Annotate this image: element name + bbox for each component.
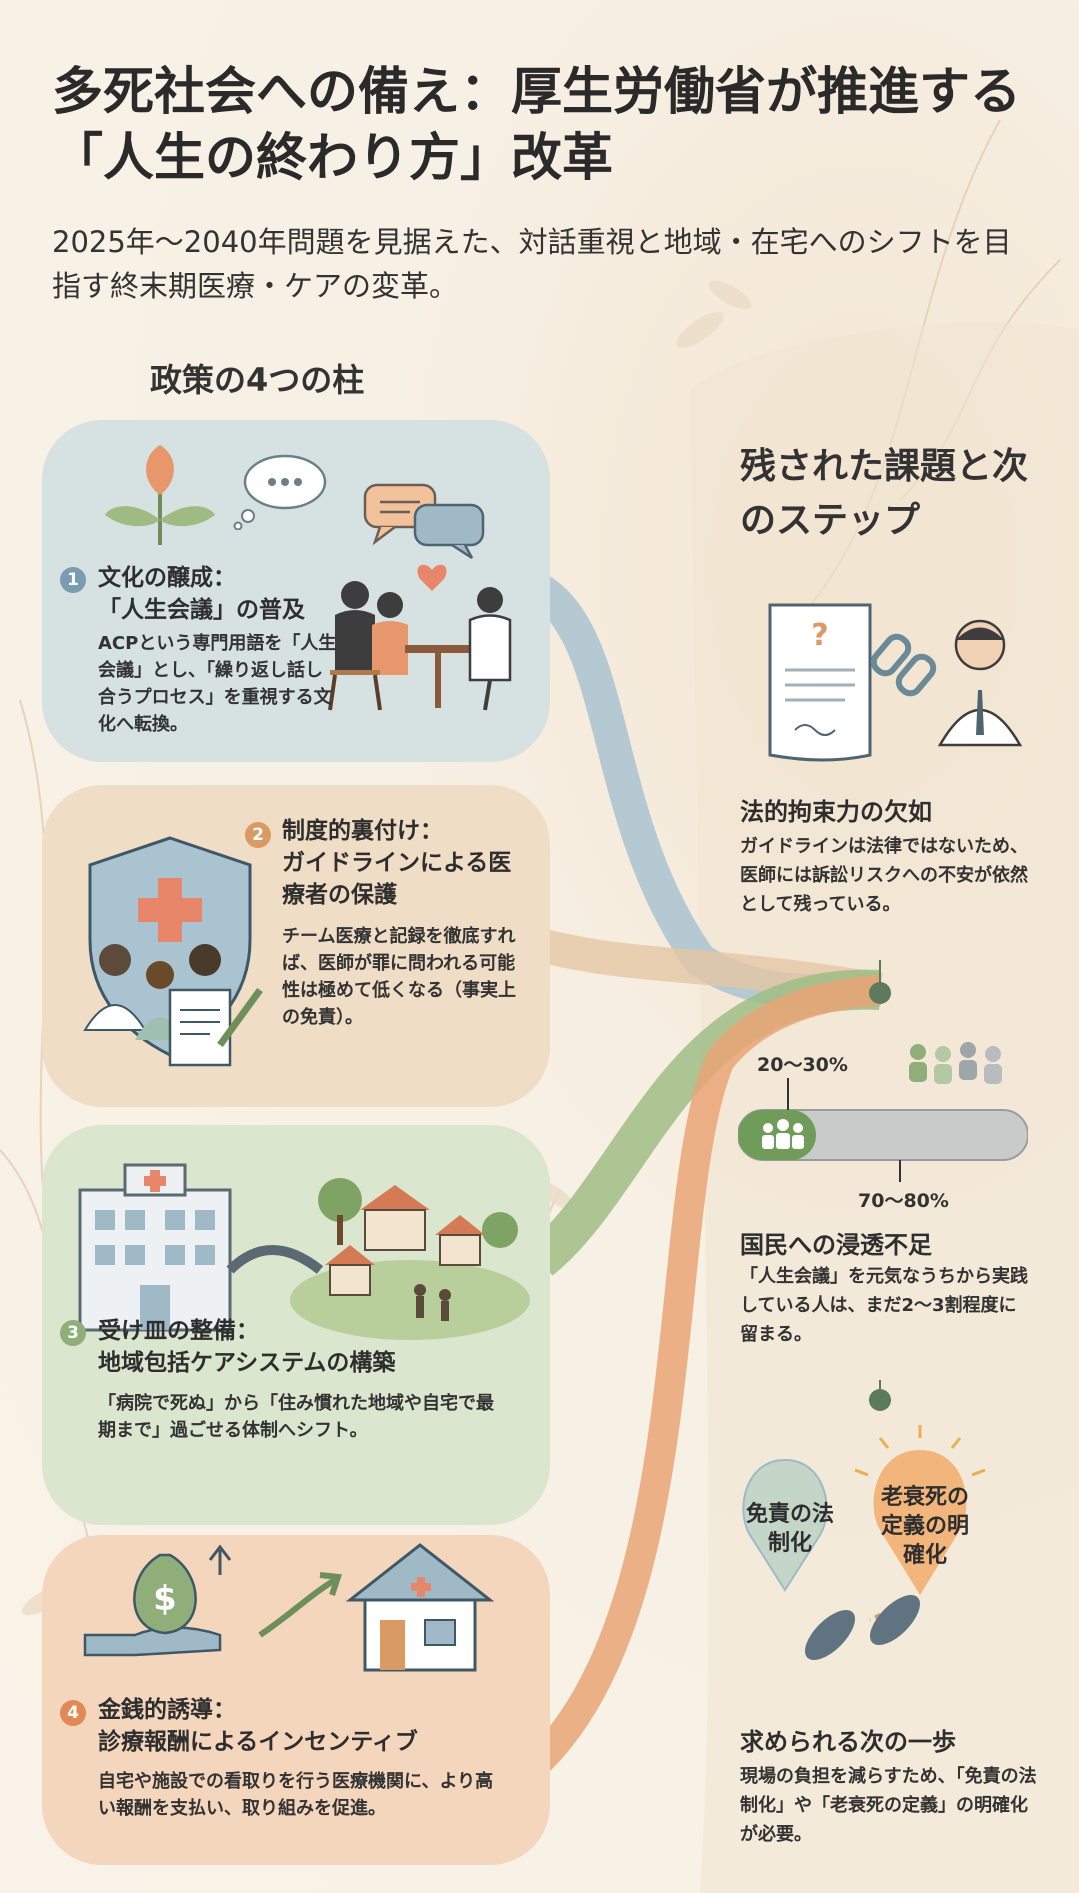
location-pins-footsteps-icon [742, 1425, 986, 1660]
pillar-1-title: 文化の醸成： 「人生会議」の普及 [98, 562, 358, 626]
next-step-body: 現場の負担を減らすため、「免責の法制化」や「老衰死の定義」の明確化が必要。 [740, 1766, 1037, 1845]
challenges-heading: 残された課題と次のステップ [740, 446, 1029, 541]
awareness-body: 「人生会議」を元気なうちから実践している人は、まだ2〜3割程度に留まる。 [740, 1266, 1028, 1345]
pillar-2-body: チーム医療と記録を徹底すれば、医師が罪に問われる可能性は極めて低くなる（事実上の… [282, 926, 516, 1028]
pillar-1-title-line1: 文化の醸成： [98, 565, 236, 591]
legal-title: 法的拘束力の欠如 [740, 798, 932, 826]
pillar-2-title-line1: 制度的裏付け： [282, 818, 443, 844]
bubble-senility-definition: 老衰死の定義の明確化 [880, 1485, 969, 1568]
thought-bubble-icon [233, 454, 327, 530]
percent-high-label: 70〜80% [858, 1190, 949, 1212]
pillar-3-title: 受け皿の整備： 地域包括ケアシステムの構築 [98, 1315, 518, 1379]
pillar-4-body: 自宅や施設での看取りを行う医療機関に、より高い報酬を支払い、取り組みを促進。 [98, 1771, 494, 1819]
people-group-icon [909, 1042, 1002, 1084]
document-broken-chain-doctor-icon: ? [768, 603, 1023, 762]
awareness-bar [738, 1042, 1028, 1182]
svg-text:?: ? [811, 618, 828, 653]
pillar-4-number: 4 [60, 1700, 86, 1726]
pillar-4-title-line1: 金銭的誘導： [98, 1697, 236, 1723]
timeline-dot-1 [869, 982, 891, 1004]
pillar-2-number: 2 [245, 822, 271, 848]
percent-low-label: 20〜30% [757, 1054, 848, 1076]
ribbon-orange [529, 975, 882, 1771]
pillar-4-title-line2: 診療報酬によるインセンティブ [98, 1729, 418, 1755]
speech-bubbles-icon [363, 483, 485, 560]
bubble-immunity-legislation: 免責の法制化 [745, 1502, 834, 1556]
page-subtitle: 2025年〜2040年問題を見据えた、対話重視と地域・在宅へのシフトを目指す終末… [52, 225, 1012, 303]
hospital-to-community-icon [78, 1163, 530, 1340]
flower-sprout-icon [105, 445, 215, 545]
bar-people-icon [762, 1119, 804, 1149]
pillar-3-number: 3 [60, 1320, 86, 1346]
timeline-dot-2 [869, 1389, 891, 1411]
pillar-1-title-line2: 「人生会議」の普及 [98, 597, 305, 623]
money-incentive-home-icon: $ [83, 1543, 495, 1672]
pillar-2-title: 制度的裏付け： ガイドラインによる医療者の保護 [282, 815, 532, 911]
svg-text:$: $ [153, 1579, 177, 1619]
legal-body: ガイドラインは法律ではないため、医師には訴訟リスクへの不安が依然として残っている… [740, 836, 1028, 915]
pillar-3-title-line1: 受け皿の整備： [98, 1318, 259, 1344]
awareness-title: 国民への浸透不足 [740, 1231, 932, 1259]
pillar-3-title-line2: 地域包括ケアシステムの構築 [98, 1350, 396, 1376]
family-doctor-meeting-icon [328, 564, 512, 711]
next-step-title: 求められる次の一歩 [740, 1728, 956, 1756]
pillar-1-body: ACPという専門用語を「人生会議」とし、「繰り返し話し合うプロセス」を重視する文… [98, 633, 337, 735]
pillar-4-title: 金銭的誘導： 診療報酬によるインセンティブ [98, 1694, 518, 1758]
pillar-3-body: 「病院で死ぬ」から「住み慣れた地域や自宅で最期まで」過ごせる体制へシフト。 [98, 1393, 494, 1441]
pillar-1-number: 1 [60, 567, 86, 593]
shield-medical-team-icon [83, 836, 263, 1067]
pillar-2-title-line2: ガイドラインによる医療者の保護 [282, 850, 512, 908]
page-title: 多死社会への備え：厚生労働省が推進する「人生の終わり方」改革 [52, 63, 1022, 188]
pillars-heading: 政策の4つの柱 [150, 361, 365, 399]
